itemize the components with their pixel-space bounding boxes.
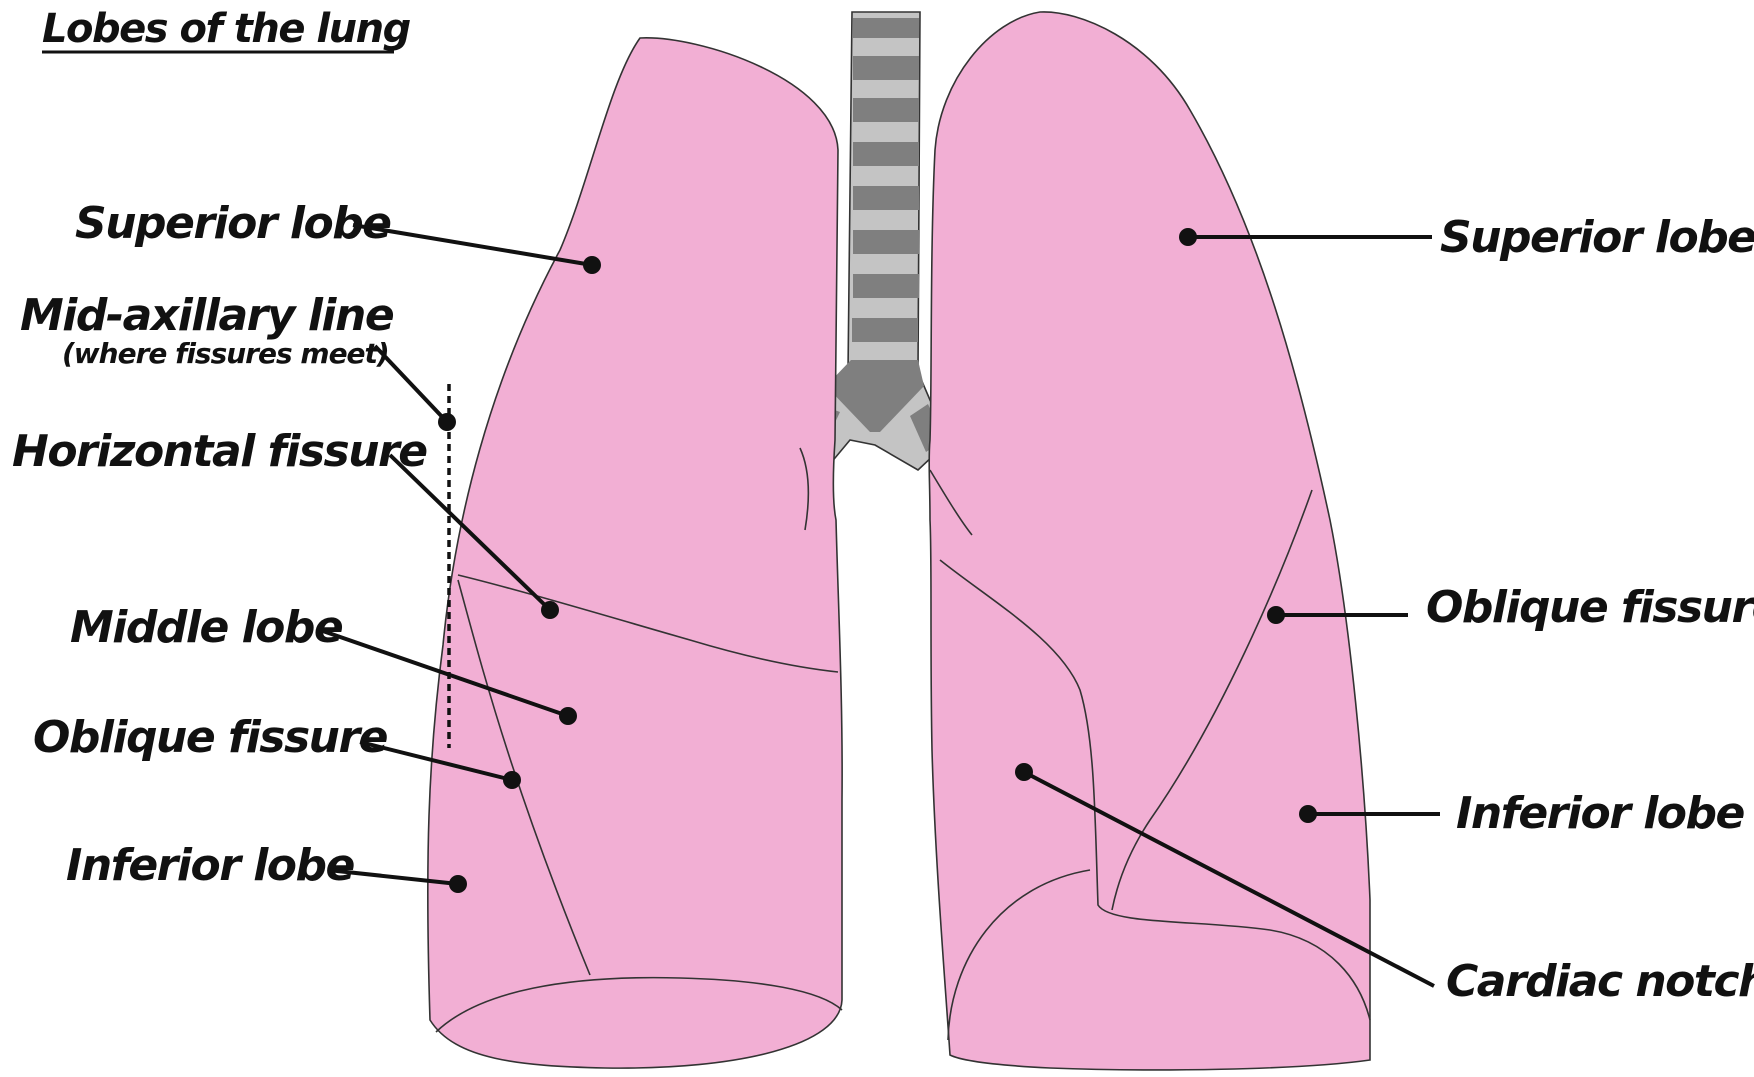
dot-right-inferior-lobe bbox=[449, 875, 467, 893]
dot-left-inferior-lobe bbox=[1299, 805, 1317, 823]
diagram-title: Lobes of the lung bbox=[42, 6, 411, 52]
dot-right-oblique-fissure bbox=[503, 771, 521, 789]
label-left-superior-lobe: Superior lobe bbox=[1440, 212, 1754, 263]
label-right-inferior-lobe: Inferior lobe bbox=[66, 840, 355, 891]
dot-cardiac-notch bbox=[1015, 763, 1033, 781]
dot-right-superior-lobe bbox=[583, 256, 601, 274]
left-lung-outline bbox=[929, 12, 1370, 1070]
label-right-superior-lobe: Superior lobe bbox=[75, 198, 391, 249]
left-lung bbox=[929, 12, 1370, 1070]
dot-left-superior-lobe bbox=[1179, 228, 1197, 246]
dot-horizontal-fissure bbox=[541, 601, 559, 619]
dot-mid-axillary-line bbox=[438, 413, 456, 431]
leader-mid-axillary-line bbox=[375, 346, 447, 422]
label-mid-axillary-line: Mid-axillary line bbox=[20, 290, 394, 341]
dot-left-oblique-fissure bbox=[1267, 606, 1285, 624]
label-middle-lobe: Middle lobe bbox=[70, 602, 343, 653]
label-left-oblique-fissure: Oblique fissure bbox=[1426, 582, 1754, 633]
label-horizontal-fissure: Horizontal fissure bbox=[12, 426, 427, 477]
label-mid-axillary-note: (where fissures meet) bbox=[62, 337, 389, 370]
label-left-inferior-lobe: Inferior lobe bbox=[1456, 788, 1745, 839]
label-right-oblique-fissure: Oblique fissure bbox=[33, 712, 388, 763]
dot-middle-lobe bbox=[559, 707, 577, 725]
label-cardiac-notch: Cardiac notch bbox=[1446, 956, 1754, 1007]
